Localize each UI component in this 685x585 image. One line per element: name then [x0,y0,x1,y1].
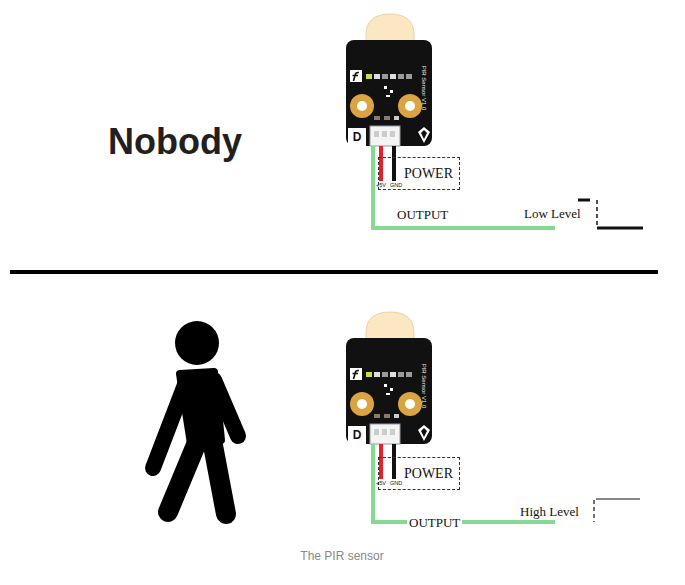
signal-trace [597,227,643,230]
signal-trace [596,200,598,228]
power-box: POWER [378,457,460,490]
power-label: POWER [404,167,453,181]
power-label: POWER [404,467,453,481]
pin-name: GND [390,183,402,189]
signal-trace [578,199,590,202]
board-marking: PIR Sensor V1.0 [421,364,427,409]
board-marking: D [348,429,366,441]
signal-level: High Level [520,505,579,518]
board-marking: D [348,131,366,143]
power-box: POWER [378,157,460,190]
pin-name: GND [390,481,402,487]
signal-trace [596,498,640,499]
signal-level: Low Level [524,207,581,220]
pir-board [346,312,432,479]
signal-name: OUTPUT [397,208,448,221]
signal-trace [593,500,594,522]
divider [10,270,658,274]
signal-name: OUTPUT [407,515,462,530]
pir-board [346,14,432,181]
person-figure [153,321,238,514]
board-marking: PIR Sensor V1.0 [421,66,427,111]
figure-caption: The PIR sensor [300,550,383,562]
section-label: Nobody [108,124,242,160]
